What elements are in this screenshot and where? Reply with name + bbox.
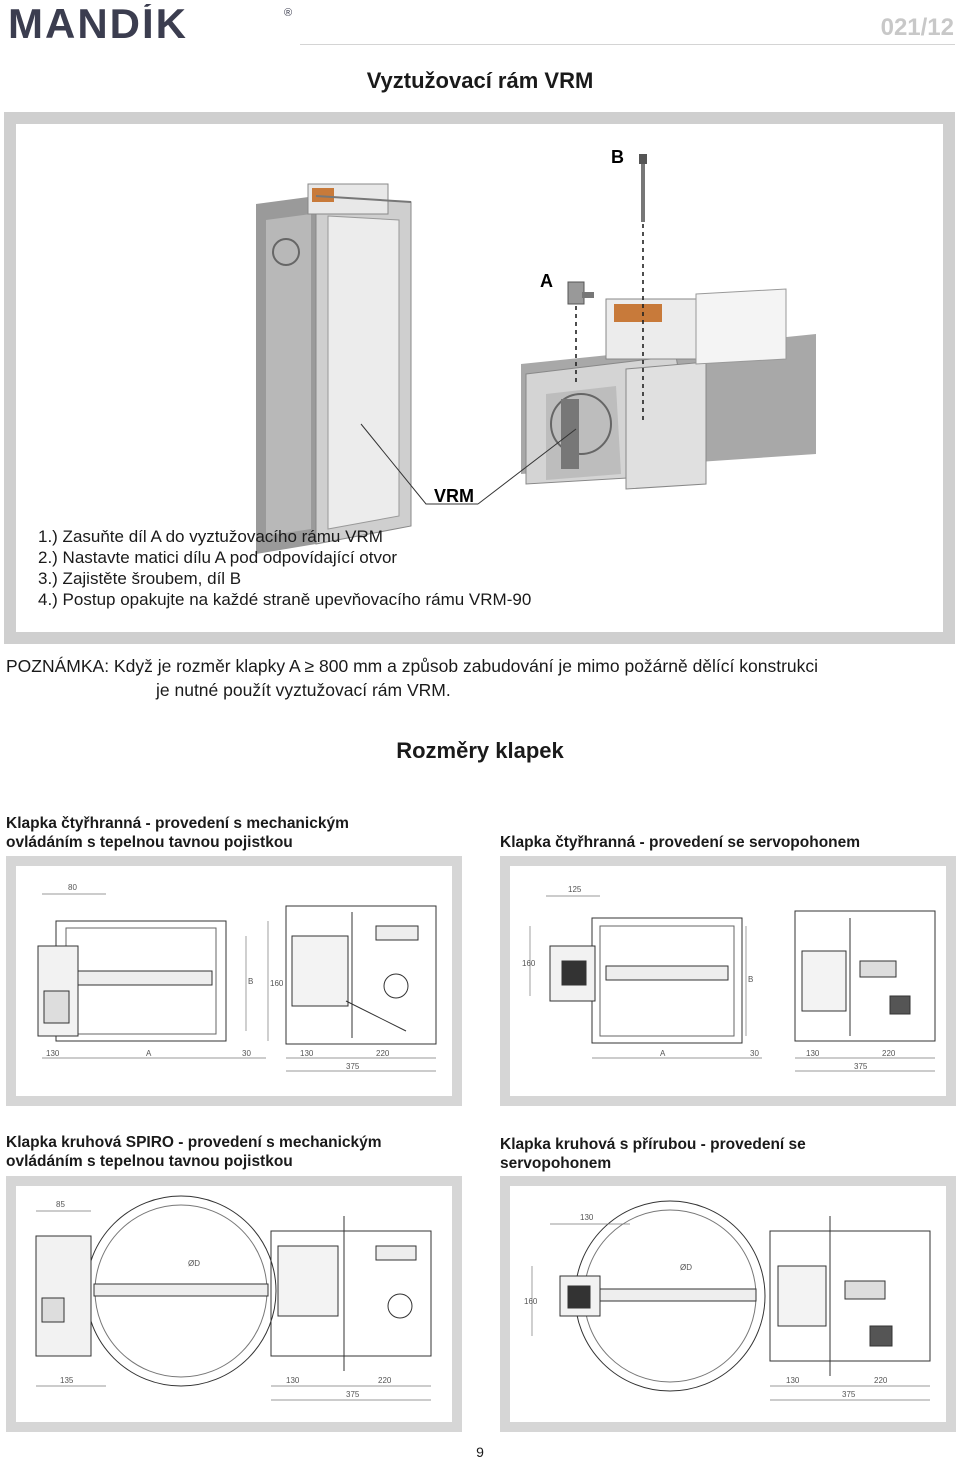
dim-label: 130 [786,1376,800,1385]
dim-label: ØD [680,1263,692,1272]
vrm-leader-lines [360,423,577,505]
dim-label: 160 [522,959,536,968]
dim-label: 135 [60,1376,74,1385]
assembly-steps: 1.) Zasuňte díl A do vyztužovacího rámu … [38,526,531,610]
dim-label: 220 [874,1376,888,1385]
section-title-round-spiro: Klapka kruhová SPIRO - provedení s mecha… [6,1133,382,1171]
dim-label: B [248,977,253,986]
header-rule [300,44,955,45]
document-number: 021/12 [880,14,954,41]
dim-label: 125 [568,885,582,894]
dimensions-title: Rozměry klapek [396,738,564,763]
dim-label: 375 [346,1062,360,1071]
section-title-line: ovládáním s tepelnou tavnou pojistkou [6,834,293,851]
label-vrm: VRM [434,486,474,506]
dim-label: A [146,1049,152,1058]
side-view [794,910,936,1042]
part-b-screw [639,154,647,420]
left-damper [256,183,412,554]
label-b: B [611,147,624,167]
page-title: Vyztužovací rám VRM [366,68,594,93]
dim-label: 130 [286,1376,300,1385]
step-item: 3.) Zajistěte šroubem, díl B [38,569,242,588]
dim-label: 30 [750,1049,759,1058]
dim-label: 85 [56,1200,65,1209]
dim-label: 130 [806,1049,820,1058]
dim-label: 130 [580,1213,594,1222]
section-title-line: servopohonem [500,1155,612,1172]
label-a: A [540,271,553,291]
section-title-line: Klapka čtyřhranná - provedení s mechanic… [6,815,349,832]
dim-label: B [748,975,753,984]
assembly-figure-frame: B A VRM [4,112,955,644]
note-line-2: je nutné použít vyztužovací rám VRM. [156,680,451,700]
dim-label: 375 [854,1062,868,1071]
front-view [559,1200,766,1392]
dim-label: 220 [882,1049,896,1058]
dim-label: 375 [346,1390,360,1399]
drawing-square-mechanical: 80 130 A 30 B 160 130 220 375 [6,856,462,1106]
section-title-line: Klapka kruhová SPIRO - provedení s mecha… [6,1134,382,1151]
dim-label: ØD [188,1259,200,1268]
right-damper [521,288,816,490]
section-title-square-mechanical: Klapka čtyřhranná - provedení s mechanic… [6,814,349,852]
drawing-round-spiro: 85 135 ØD 130 220 375 [6,1176,462,1432]
dim-label: 220 [376,1049,390,1058]
section-title-round-flange: Klapka kruhová s přírubou - provedení se… [500,1135,806,1173]
dim-label: 160 [524,1297,538,1306]
drawing-square-servo: 125 160 B A 30 130 220 375 [500,856,956,1106]
dim-label: 80 [68,883,77,892]
front-view [35,1195,277,1387]
part-a-bracket [567,281,594,386]
section-title-line: ovládáním s tepelnou tavnou pojistkou [6,1153,293,1170]
dim-label: A [660,1049,666,1058]
dimension-lines [36,1210,431,1401]
mandik-logo: MANDÍK ® [8,4,292,44]
note-line-1: POZNÁMKA: Když je rozměr klapky A ≥ 800 … [6,656,819,676]
dimension-lines [529,895,935,1072]
dim-label: 130 [46,1049,60,1058]
step-item: 2.) Nastavte matici dílu A pod odpovídaj… [38,548,398,567]
front-view [549,917,743,1044]
dimension-lines [42,893,436,1072]
step-item: 1.) Zasuňte díl A do vyztužovacího rámu … [38,527,383,546]
drawing-round-flange: 130 160 ØD 130 220 375 [500,1176,956,1432]
dim-label: 160 [270,979,284,988]
dimension-lines [531,1223,930,1401]
dim-label: 375 [842,1390,856,1399]
assembly-illustration: B A VRM [256,147,816,554]
dim-label: 220 [378,1376,392,1385]
page-number: 9 [476,1444,484,1460]
front-view [37,920,227,1042]
note-block: POZNÁMKA: Když je rozměr klapky A ≥ 800 … [6,654,956,702]
registered-mark: ® [284,7,292,19]
dim-label: 30 [242,1049,251,1058]
section-title-line: Klapka čtyřhranná - provedení se servopo… [500,834,861,851]
step-item: 4.) Postup opakujte na každé straně upev… [38,590,532,609]
dim-label: 130 [300,1049,314,1058]
section-title-line: Klapka kruhová s přírubou - provedení se [500,1136,806,1153]
section-title-square-servo: Klapka čtyřhranná - provedení se servopo… [500,833,860,852]
side-view [769,1216,931,1376]
brand-wordmark: MANDÍK [8,4,188,44]
side-view [270,1216,432,1371]
side-view [285,905,437,1045]
